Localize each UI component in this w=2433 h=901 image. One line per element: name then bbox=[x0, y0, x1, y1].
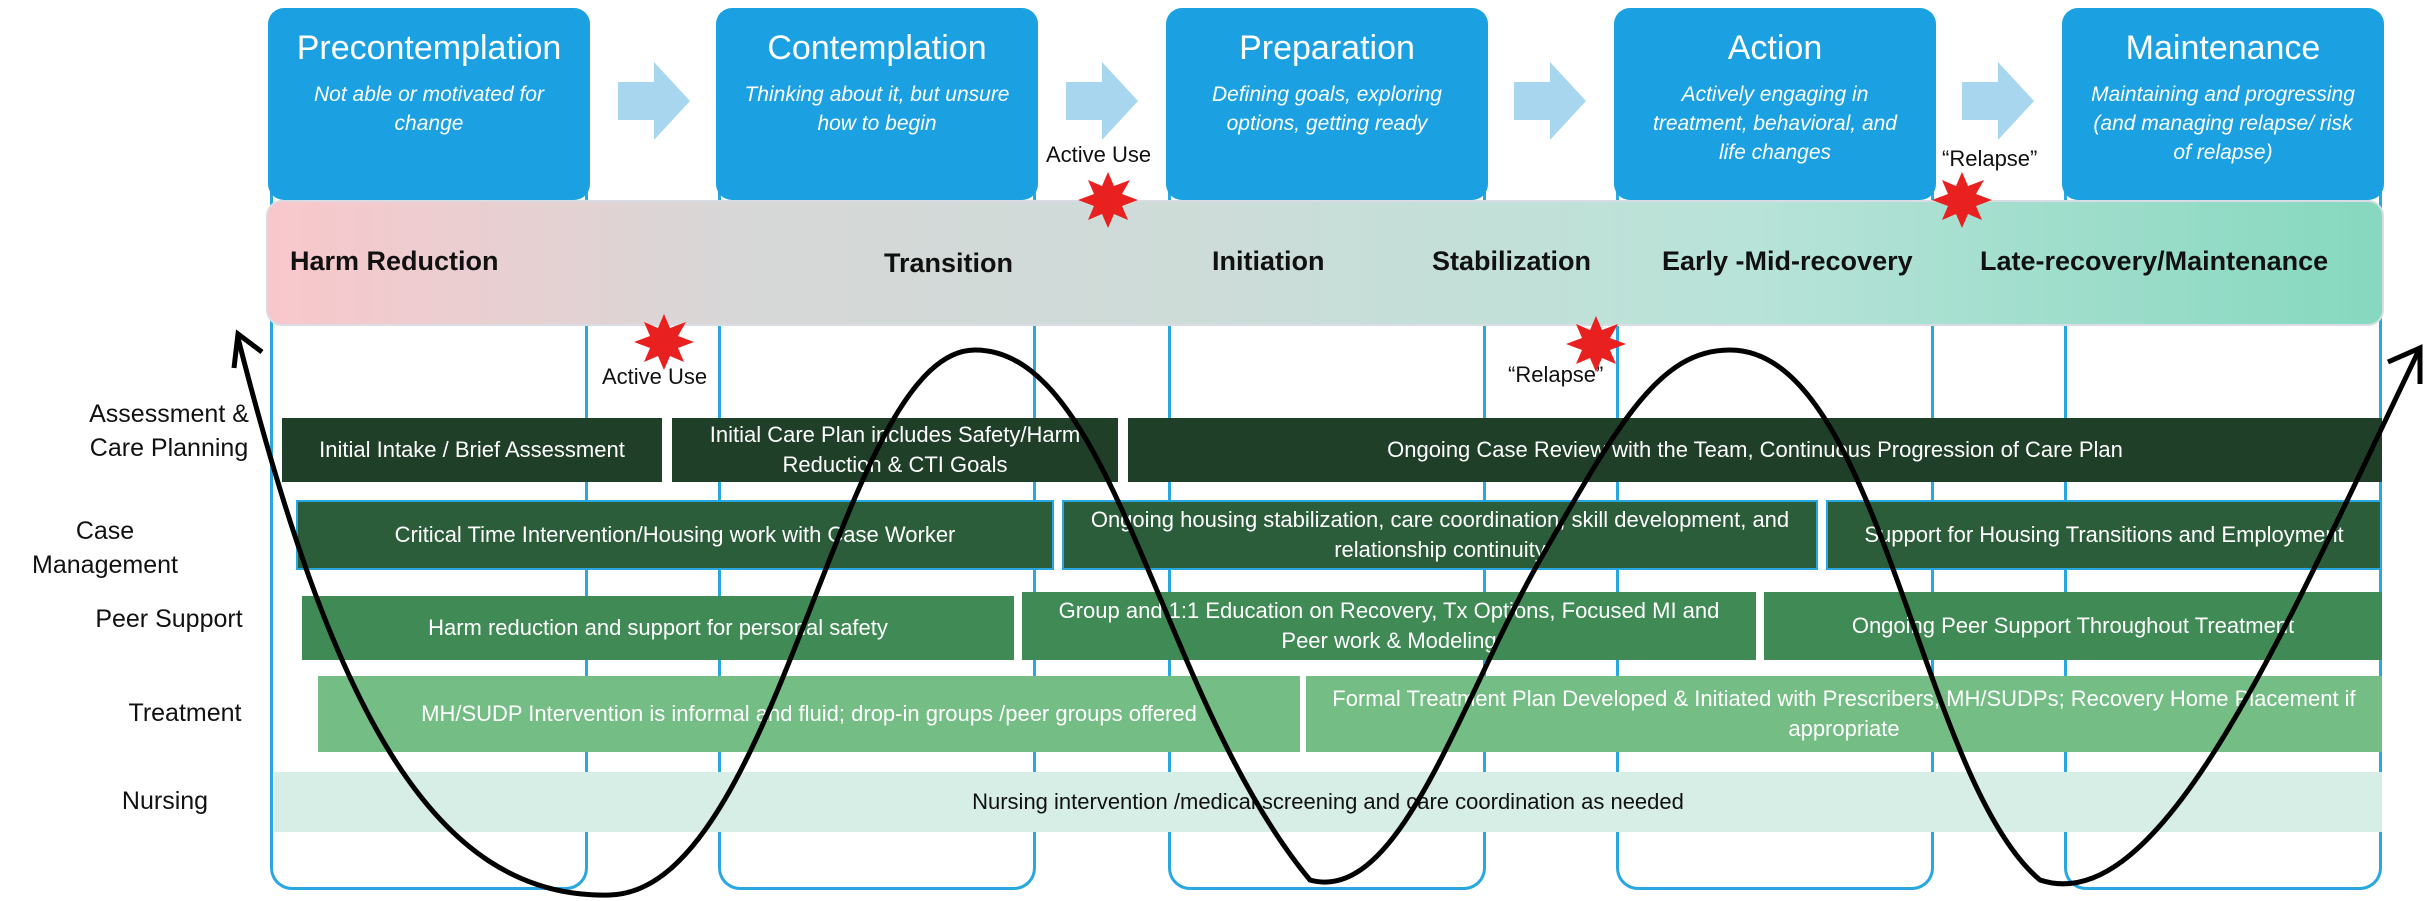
stage-arrow-icon bbox=[618, 62, 690, 140]
bar-formal-treatment-plan: Formal Treatment Plan Developed & Initia… bbox=[1306, 676, 2382, 752]
stage-arrow-icon bbox=[1962, 62, 2034, 140]
row-label-case-management: Case Management bbox=[32, 517, 178, 579]
row-label-peer-support: Peer Support bbox=[95, 605, 243, 633]
stage-action: Action Actively engaging in treatment, b… bbox=[1614, 8, 1936, 200]
callout-relapse-bottom: “Relapse” bbox=[1508, 362, 1604, 387]
stage-preparation: Preparation Defining goals, exploring op… bbox=[1166, 8, 1488, 200]
bar-ongoing-housing: Ongoing housing stabilization, care coor… bbox=[1062, 500, 1818, 570]
bar-harm-reduction-support: Harm reduction and support for personal … bbox=[302, 596, 1014, 660]
bar-initial-intake: Initial Intake / Brief Assessment bbox=[282, 418, 662, 482]
stage-arrow-icon bbox=[1066, 62, 1138, 140]
stage-precontemplation: Precontemplation Not able or motivated f… bbox=[268, 8, 590, 200]
bar-critical-time-intervention: Critical Time Intervention/Housing work … bbox=[296, 500, 1054, 570]
bar-mh-sudp-intervention: MH/SUDP Intervention is informal and flu… bbox=[318, 676, 1300, 752]
row-label-assessment: Assessment & Care Planning bbox=[89, 400, 249, 462]
row-label-nursing: Nursing bbox=[121, 787, 209, 815]
stage-title: Contemplation bbox=[767, 29, 987, 67]
stage-title: Action bbox=[1727, 29, 1823, 67]
curve-arrow-right-icon bbox=[2386, 344, 2423, 384]
phase-stabilization: Stabilization bbox=[1432, 246, 1592, 276]
bar-initial-care-plan: Initial Care Plan includes Safety/Harm R… bbox=[672, 418, 1118, 482]
stage-description: Maintaining and progressing (and managin… bbox=[2091, 83, 2355, 164]
bar-housing-transitions: Support for Housing Transitions and Empl… bbox=[1826, 500, 2382, 570]
stage-description: Actively engaging in treatment, behavior… bbox=[1653, 83, 1897, 164]
callout-active-use-top: Active Use bbox=[1046, 142, 1152, 167]
stage-maintenance: Maintenance Maintaining and progressing … bbox=[2062, 8, 2384, 200]
callout-relapse-top: “Relapse” bbox=[1942, 146, 2038, 171]
callout-active-use-bottom: Active Use bbox=[602, 364, 708, 389]
phase-harm-reduction: Harm Reduction bbox=[290, 246, 499, 276]
row-label-treatment: Treatment bbox=[128, 699, 242, 727]
stage-title: Precontemplation bbox=[296, 29, 562, 67]
curve-arrow-left-icon bbox=[231, 329, 264, 369]
phase-initiation: Initiation bbox=[1212, 246, 1325, 276]
bar-ongoing-peer-support: Ongoing Peer Support Throughout Treatmen… bbox=[1764, 592, 2382, 660]
bar-nursing-intervention: Nursing intervention /medical screening … bbox=[274, 772, 2382, 832]
stage-description: Not able or motivated for change bbox=[314, 83, 544, 135]
bar-group-education: Group and 1:1 Education on Recovery, Tx … bbox=[1022, 592, 1756, 660]
phase-band bbox=[266, 200, 2384, 326]
phase-early-mid-recovery: Early -Mid-recovery bbox=[1662, 246, 1913, 276]
stage-description: Thinking about it, but unsure how to beg… bbox=[744, 83, 1010, 135]
stage-contemplation: Contemplation Thinking about it, but uns… bbox=[716, 8, 1038, 200]
stage-title: Maintenance bbox=[2125, 29, 2321, 67]
phase-transition: Transition bbox=[884, 248, 1014, 278]
stage-arrow-icon bbox=[1514, 62, 1586, 140]
phase-late-recovery: Late-recovery/Maintenance bbox=[1980, 246, 2329, 276]
stage-description: Defining goals, exploring options, getti… bbox=[1212, 83, 1442, 135]
bar-ongoing-case-review: Ongoing Case Review with the Team, Conti… bbox=[1128, 418, 2382, 482]
stage-title: Preparation bbox=[1239, 29, 1415, 67]
